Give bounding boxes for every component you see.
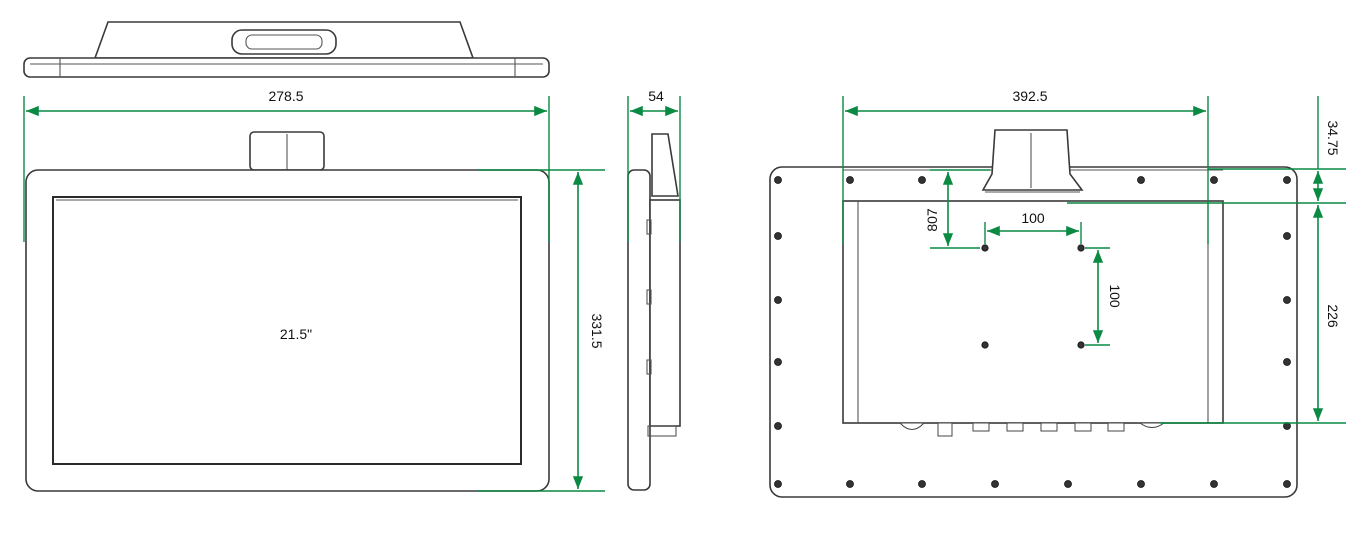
vesa-offset-label: 807 (924, 208, 940, 232)
rear-stand (981, 129, 1084, 191)
vesa-horizontal-label: 100 (1021, 210, 1045, 226)
front-width-dimension (23, 96, 550, 242)
rear-vertical-dimensions (1067, 96, 1346, 424)
top-view-handle-inner (245, 34, 323, 50)
rear-top-offset-label: 34.75 (1325, 120, 1341, 155)
rear-ports (898, 422, 1166, 437)
side-view (627, 133, 681, 491)
vesa-dimensions (930, 169, 1110, 346)
side-depth-dimension (627, 96, 681, 242)
front-height-dimension (478, 169, 605, 492)
front-screen (52, 196, 522, 465)
rear-view (769, 129, 1298, 498)
screen-size-label: 21.5" (280, 326, 312, 342)
vesa-holes (981, 244, 1085, 349)
front-height-label: 331.5 (589, 313, 605, 348)
top-view-body (23, 57, 550, 78)
perimeter-screws (774, 176, 1291, 488)
side-front-bezel (627, 169, 651, 491)
rear-mount-height-label: 226 (1325, 304, 1341, 328)
front-view (25, 131, 550, 492)
top-view-handle (231, 29, 337, 55)
side-depth-label: 54 (648, 88, 664, 104)
rear-housing (842, 200, 1224, 424)
rear-width-label: 392.5 (1012, 88, 1047, 104)
side-stand (651, 133, 679, 197)
vesa-vertical-label: 100 (1107, 284, 1123, 308)
rear-width-dimension (842, 96, 1209, 244)
side-body (649, 199, 681, 427)
front-width-label: 278.5 (268, 88, 303, 104)
top-view (23, 21, 550, 78)
